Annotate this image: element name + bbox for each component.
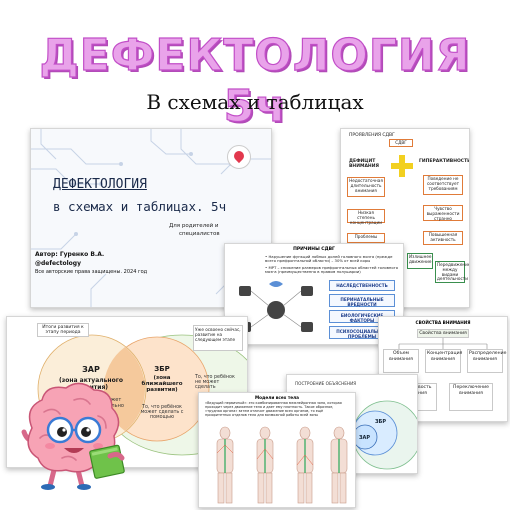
small-venn-left: ЗАР — [359, 435, 371, 441]
slide-heading: СВОЙСТВА ВНИМАНИЯ — [415, 320, 471, 325]
attention-item: Концентрация внимания — [425, 349, 462, 373]
root-node: СДВГ — [389, 139, 413, 147]
slide-adhd-causes: ПРИЧИНЫ СДВГ • Нарушение функций лобных … — [224, 243, 404, 345]
brain-mascot-icon — [21, 382, 125, 490]
logo-icon — [227, 145, 251, 169]
slide-heading: Модели всех тела — [254, 395, 300, 400]
slide-text: «Ведущий первичный»: это комбинированная… — [205, 401, 342, 417]
right-item: Поведение не соответствует требованиям — [423, 175, 463, 195]
zbr-title: ЗБР — [154, 365, 170, 373]
cover-title-line2: в схемах и таблицах. 5ч — [53, 199, 227, 214]
cause-item: ПЕРИНАТАЛЬНЫЕ ВРЕДНОСТИ — [329, 294, 395, 307]
left-branch-label: ДЕФИЦИТ ВНИМАНИЯ — [349, 159, 379, 170]
cause-text: • МРТ – снижение размеров префронтальных… — [265, 265, 399, 275]
cover-handle: @defectology — [35, 260, 81, 267]
zar-title: ЗАР — [82, 365, 100, 374]
attention-item: Распределение внимания — [467, 349, 506, 373]
left-item: Низкая степень концентрации — [347, 209, 385, 225]
cover-rights: Все авторские права защищены. 2024 год — [35, 269, 148, 275]
outer-description: То, что ребёнок не может сделать — [195, 375, 235, 390]
right-item: Чувство выраженности странно — [423, 205, 463, 221]
plus-icon — [391, 155, 413, 177]
brain-cause-diagram — [239, 281, 313, 332]
cover-title: ДЕФЕКТОЛОГИЯ — [53, 177, 147, 192]
zbr-subtitle: (зона ближайшего развития) — [141, 375, 183, 393]
page-title: ДЕФЕКТОЛОГИЯ 5ч — [39, 29, 471, 132]
small-venn-right: ЗБР — [375, 419, 387, 425]
small-venn-diagram — [352, 400, 417, 470]
right-extra-item: Передвижение между видами деятельности — [435, 261, 470, 283]
top-note: Итоги развития к этапу периода — [37, 323, 89, 337]
right-extra-item: Излишнее движение — [407, 253, 433, 269]
cause-text: • Нарушение функций лобных долей головно… — [265, 254, 393, 264]
right-branch-label: ГИПЕРАКТИВНОСТЬ — [419, 159, 470, 164]
cover-audience: Для родителей и — [169, 223, 219, 229]
slide-caption: ПОСТРОЕНИЕ ОБЪЯСНЕНИЯ — [295, 381, 357, 386]
cover-audience-2: специалистов — [179, 231, 220, 237]
right-item: Повышенная активность — [423, 231, 463, 245]
circuit-decoration — [31, 129, 271, 307]
cause-item: НАСЛЕДСТВЕННОСТЬ — [329, 280, 395, 291]
outer-note: Уже освоено сейчас, развитие на следующе… — [193, 325, 243, 351]
root-node: Свойства внимания — [417, 329, 469, 338]
slide-heading: ПРОЯВЛЕНИЯ СДВГ — [349, 133, 395, 138]
attention-item: Объем внимания — [383, 349, 419, 373]
page-subtitle: В схемах и таблицах — [146, 90, 364, 114]
zbr-description: То, что ребёнок может сделать с помощью — [140, 405, 184, 420]
body-nervous-diagram — [216, 426, 348, 504]
left-item: Недостаточная длительность внимания — [347, 177, 385, 197]
cover-author: Автор: Гуренко В.А. — [35, 251, 105, 258]
connector-lines — [398, 338, 488, 349]
slide-nervous-system: Модели всех тела «Ведущий первичный»: эт… — [198, 392, 356, 508]
attention-item: Переключение внимания — [449, 383, 493, 411]
slide-heading: ПРИЧИНЫ СДВГ — [293, 247, 335, 252]
left-item: Проблемы — [347, 233, 385, 243]
